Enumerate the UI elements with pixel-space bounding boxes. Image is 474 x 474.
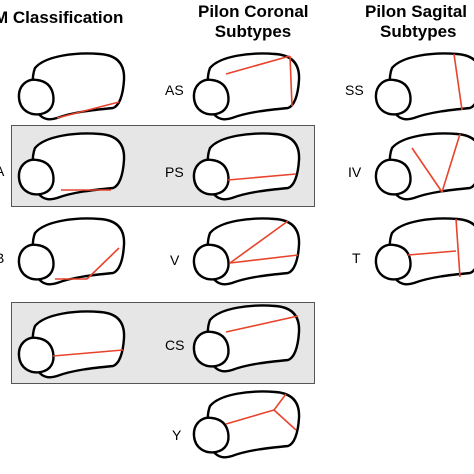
label-a: A: [0, 163, 4, 179]
heading-sagittal-line1: Pilon Sagital: [365, 2, 468, 21]
heading-classification: M Classification: [0, 8, 124, 27]
bone-diagram-col1-row2: [17, 132, 126, 201]
label-iv: IV: [348, 164, 362, 180]
bone-diagram-sagittal-iv: [374, 132, 474, 201]
label-ss: SS: [345, 82, 364, 98]
bone-diagram-sagittal-ss: [374, 52, 474, 121]
bone-diagram-coronal-as: [192, 52, 301, 121]
label-b: B: [0, 250, 4, 266]
bone-diagram-coronal-v: [192, 217, 301, 286]
bone-diagram-col1-row3: [17, 217, 126, 286]
label-t: T: [352, 250, 361, 266]
bone-diagram-coronal-y: [192, 390, 301, 459]
bone-diagram-sagittal-t: [374, 217, 474, 286]
bone-diagram-coronal-cs: [192, 304, 301, 373]
bone-diagram-col1-row4: [17, 310, 126, 379]
label-cs: CS: [165, 337, 185, 353]
bone-diagram-col1-row1: [17, 52, 126, 121]
heading-coronal-line2: Subtypes: [214, 22, 292, 41]
heading-coronal-line1: Pilon Coronal: [198, 2, 309, 21]
label-ps: PS: [165, 164, 184, 180]
label-v: V: [170, 252, 180, 268]
bone-diagram-coronal-ps: [192, 132, 301, 201]
label-as: AS: [165, 82, 184, 98]
label-y: Y: [172, 427, 182, 443]
heading-sagittal-line2: Subtypes: [380, 22, 457, 41]
